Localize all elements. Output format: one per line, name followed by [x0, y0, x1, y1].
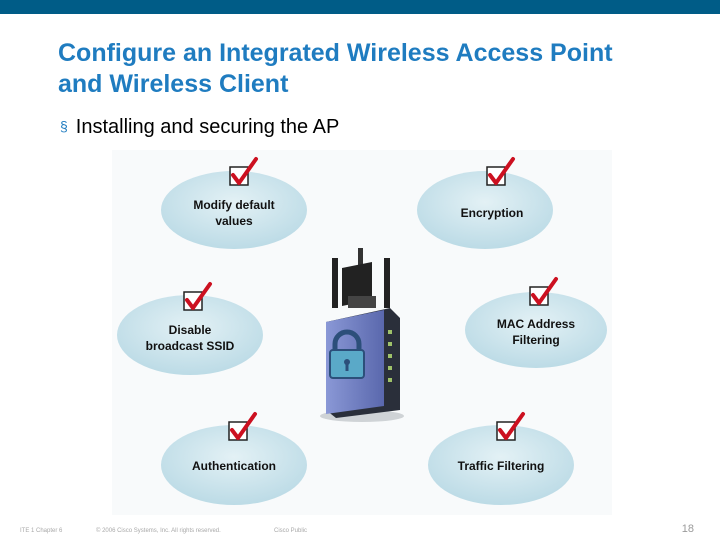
- step-label-line-1: Traffic Filtering: [457, 459, 545, 473]
- square-bullet-icon: §: [60, 118, 68, 134]
- step-ellipse-traffic-filtering: [428, 425, 574, 505]
- step-ellipse-authentication: [161, 425, 307, 505]
- bullet-text: Installing and securing the AP: [75, 116, 340, 138]
- step-label-line-2: broadcast SSID: [145, 339, 235, 353]
- step-label-disable-ssid: Disable broadcast SSID: [130, 322, 250, 354]
- step-label-line-1: Modify default: [193, 198, 275, 212]
- step-label-line-2: values: [215, 214, 253, 228]
- step-ellipse-encryption: [417, 171, 553, 249]
- footer-copyright: © 2006 Cisco Systems, Inc. All rights re…: [96, 528, 221, 534]
- step-label-encryption: Encryption: [437, 205, 547, 221]
- step-label-mac-filtering: MAC Address Filtering: [481, 316, 591, 348]
- step-label-line-1: MAC Address: [496, 317, 576, 331]
- step-ellipse-modify-defaults: [161, 171, 307, 249]
- slide-title-line-2: and Wireless Client: [58, 70, 289, 98]
- footer-course: ITE 1 Chapter 6: [20, 528, 63, 534]
- step-label-modify-defaults: Modify default values: [184, 197, 284, 229]
- footer-classification: Cisco Public: [274, 528, 308, 534]
- step-label-line-1: Disable: [168, 323, 212, 337]
- step-label-authentication: Authentication: [179, 458, 289, 474]
- bullet-item: § Installing and securing the AP: [60, 116, 339, 139]
- slide-title: Configure an Integrated Wireless Access …: [58, 38, 708, 100]
- step-label-line-1: Authentication: [192, 459, 276, 473]
- slide-title-line-1: Configure an Integrated Wireless Access …: [58, 39, 613, 67]
- step-ellipse-mac-filtering: [465, 292, 607, 368]
- step-label-line-2: Filtering: [512, 333, 560, 347]
- padlock-icon: [329, 329, 365, 379]
- top-bar: [0, 0, 720, 14]
- step-label-line-1: Encryption: [460, 206, 524, 220]
- page-number: 18: [681, 523, 694, 535]
- step-label-traffic-filtering: Traffic Filtering: [446, 458, 556, 474]
- step-ellipse-disable-ssid: [117, 295, 263, 375]
